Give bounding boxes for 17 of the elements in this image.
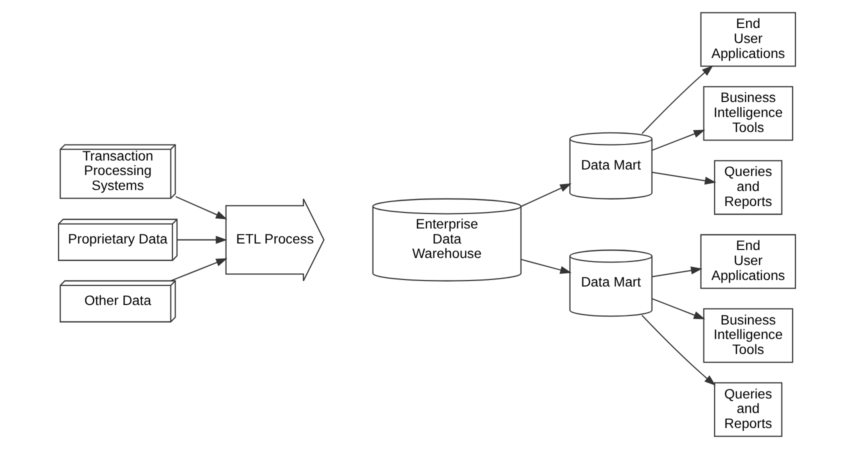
node-box: Queries and Reports <box>714 382 782 437</box>
arrow <box>641 314 716 386</box>
arrow <box>520 183 571 207</box>
arrow <box>170 258 227 282</box>
arrow <box>652 172 716 185</box>
node-box: Queries and Reports <box>714 160 782 215</box>
arrow <box>652 130 705 151</box>
arrow <box>641 65 713 134</box>
arrow <box>652 298 705 320</box>
node-box: Business Intelligence Tools <box>702 86 793 141</box>
arrow <box>652 266 702 278</box>
node-box: Business Intelligence Tools <box>702 308 793 363</box>
arrow <box>174 196 227 220</box>
arrow <box>520 258 572 274</box>
node-box: End User Applications <box>700 12 796 67</box>
node-box: End User Applications <box>700 234 796 289</box>
arrow <box>176 236 227 244</box>
